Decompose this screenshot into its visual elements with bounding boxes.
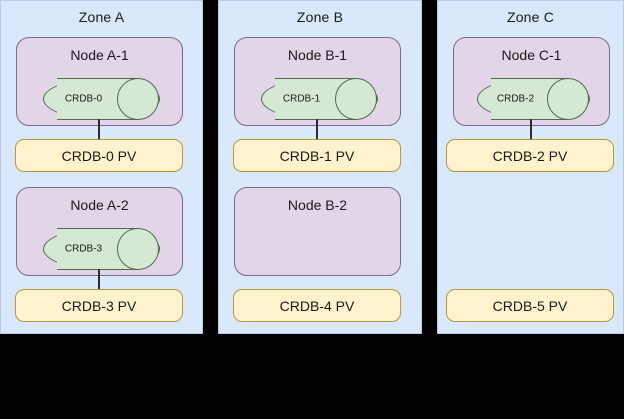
connector-node-b-1-to-crdb-1-pv <box>316 119 318 141</box>
zone-title-b: Zone B <box>296 9 344 25</box>
pv-box-crdb-5[interactable]: CRDB-5 PV <box>446 289 614 322</box>
node-label-b-1: Node B-1 <box>287 47 348 63</box>
pv-label-crdb-1: CRDB-1 PV <box>279 147 355 164</box>
pv-box-crdb-0[interactable]: CRDB-0 PV <box>15 139 183 172</box>
pv-label-crdb-2: CRDB-2 PV <box>492 147 568 164</box>
node-box-a-2[interactable]: Node A-2 CRDB-3 <box>16 187 183 276</box>
cylinder-end-cap <box>117 78 159 120</box>
zone-panel-b[interactable]: Zone B Node B-1 CRDB-1 CRDB-1 PV Node B-… <box>218 0 422 334</box>
node-box-b-1[interactable]: Node B-1 CRDB-1 <box>234 37 401 126</box>
database-label-crdb-0: CRDB-0 <box>64 93 103 105</box>
pv-label-crdb-4: CRDB-4 PV <box>279 297 355 314</box>
zone-title-a: Zone A <box>78 9 125 25</box>
node-label-c-1: Node C-1 <box>501 47 562 63</box>
node-label-b-2: Node B-2 <box>287 197 348 213</box>
zone-panel-a[interactable]: Zone A Node A-1 CRDB-0 CRDB-0 PV Node A-… <box>0 0 203 334</box>
database-cylinder-crdb-3[interactable]: CRDB-3 <box>43 228 160 270</box>
node-label-a-1: Node A-1 <box>70 47 129 63</box>
node-label-a-2: Node A-2 <box>70 197 129 213</box>
node-box-b-2[interactable]: Node B-2 <box>234 187 401 276</box>
database-label-crdb-3: CRDB-3 <box>64 243 103 255</box>
connector-node-a-2-to-crdb-3-pv <box>98 269 100 291</box>
database-cylinder-crdb-0[interactable]: CRDB-0 <box>43 78 160 120</box>
node-box-a-1[interactable]: Node A-1 CRDB-0 <box>16 37 183 126</box>
node-box-c-1[interactable]: Node C-1 CRDB-2 <box>453 37 610 126</box>
pv-box-crdb-3[interactable]: CRDB-3 PV <box>15 289 183 322</box>
zone-panel-c[interactable]: Zone C Node C-1 CRDB-2 CRDB-2 PV CRDB-5 … <box>437 0 624 334</box>
pv-box-crdb-2[interactable]: CRDB-2 PV <box>446 139 614 172</box>
database-cylinder-crdb-1[interactable]: CRDB-1 <box>261 78 378 120</box>
cylinder-end-cap <box>335 78 377 120</box>
database-cylinder-crdb-2[interactable]: CRDB-2 <box>477 78 590 120</box>
cylinder-end-cap <box>117 228 159 270</box>
pv-box-crdb-4[interactable]: CRDB-4 PV <box>233 289 401 322</box>
pv-label-crdb-5: CRDB-5 PV <box>492 297 568 314</box>
connector-node-c-1-to-crdb-2-pv <box>530 119 532 141</box>
database-label-crdb-1: CRDB-1 <box>282 93 321 105</box>
cylinder-end-cap <box>547 78 589 120</box>
pv-label-crdb-0: CRDB-0 PV <box>61 147 137 164</box>
zone-title-c: Zone C <box>506 9 555 25</box>
pv-box-crdb-1[interactable]: CRDB-1 PV <box>233 139 401 172</box>
database-label-crdb-2: CRDB-2 <box>496 93 535 105</box>
pv-label-crdb-3: CRDB-3 PV <box>61 297 137 314</box>
connector-node-a-1-to-crdb-0-pv <box>98 119 100 141</box>
